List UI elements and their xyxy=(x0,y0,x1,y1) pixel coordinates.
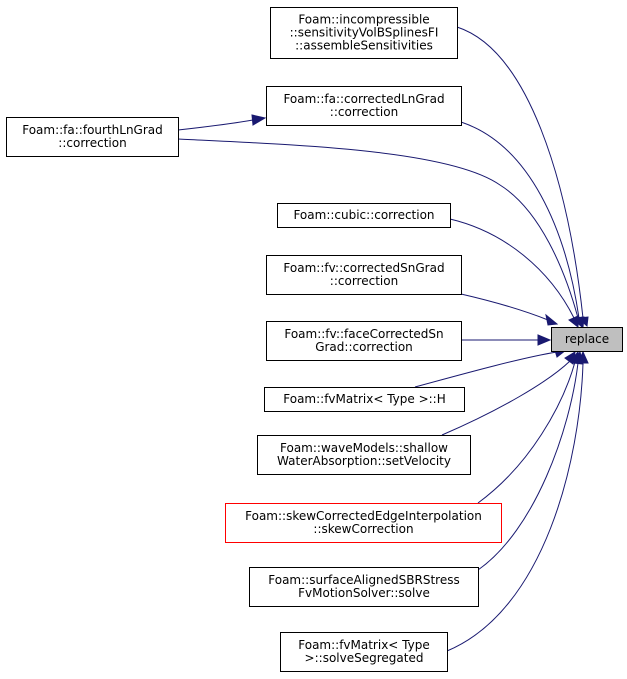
node-label-line: Foam::fa::correctedLnGrad xyxy=(283,92,444,106)
node-box xyxy=(249,567,479,607)
node-label-line: Foam::surfaceAlignedSBRStress xyxy=(268,573,459,587)
edge-line xyxy=(460,121,580,319)
edge-line xyxy=(449,218,575,319)
node-box xyxy=(280,632,448,672)
arrowhead-icon xyxy=(568,315,579,329)
node-box xyxy=(264,387,465,412)
node-label-line: replace xyxy=(565,332,609,346)
node-label-line: Foam::skewCorrectedEdgeInterpolation xyxy=(245,509,482,523)
edge-line xyxy=(456,26,584,319)
node-label-line: ::correction xyxy=(58,136,126,150)
node-label-line: Foam::cubic::correction xyxy=(293,208,434,222)
caller-node-n8[interactable]: Foam::waveModels::shallowWaterAbsorption… xyxy=(257,435,471,475)
node-label-line: ::sensitivityVolBSplinesFI xyxy=(290,26,439,40)
caller-node-n5[interactable]: Foam::fv::correctedSnGrad::correction xyxy=(266,255,462,295)
edge-line xyxy=(414,351,558,388)
edge-n11-to-target xyxy=(446,350,589,652)
nodes-layer: replace Foam::incompressible::sensitivity… xyxy=(6,7,623,672)
node-label-line: Foam::waveModels::shallow xyxy=(280,441,448,455)
node-label-line: ::skewCorrection xyxy=(313,522,413,536)
edge-n2-to-target xyxy=(460,121,585,329)
node-box xyxy=(551,327,623,352)
node-box xyxy=(266,255,462,295)
arrowhead-icon xyxy=(545,313,559,326)
arrowhead-icon xyxy=(537,334,552,346)
edge-line xyxy=(177,119,254,131)
caller-node-n6[interactable]: Foam::fv::faceCorrectedSnGrad::correctio… xyxy=(266,321,462,361)
node-label-line: Foam::incompressible xyxy=(298,13,429,27)
node-label-line: Foam::fa::fourthLnGrad xyxy=(22,123,163,137)
node-box xyxy=(277,203,451,228)
node-label-line: Foam::fvMatrix< Type xyxy=(298,638,429,652)
caller-node-n9[interactable]: Foam::skewCorrectedEdgeInterpolation::sk… xyxy=(225,503,502,543)
node-label-line: ::correction xyxy=(330,105,398,119)
edge-line xyxy=(177,138,579,319)
edge-n6-to-target xyxy=(461,334,552,346)
caller-node-n11[interactable]: Foam::fvMatrix< Type>::solveSegregated xyxy=(280,632,448,672)
node-label-line: WaterAbsorption::setVelocity xyxy=(277,454,451,468)
edge-line xyxy=(477,361,576,504)
edge-n4-to-target xyxy=(449,218,579,329)
caller-node-n4[interactable]: Foam::cubic::correction xyxy=(277,203,451,228)
caller-node-n10[interactable]: Foam::surfaceAlignedSBRStressFvMotionSol… xyxy=(249,567,479,607)
target-node-replace[interactable]: replace xyxy=(551,327,623,352)
edge-line xyxy=(460,293,549,321)
arrowhead-icon xyxy=(577,350,589,364)
node-label-line: ::correction xyxy=(330,274,398,288)
node-box xyxy=(266,86,462,126)
edge-line xyxy=(446,362,584,652)
caller-node-n2[interactable]: Foam::fa::correctedLnGrad::correction xyxy=(266,86,462,126)
arrowhead-icon xyxy=(251,114,267,126)
node-label-line: Foam::fv::correctedSnGrad xyxy=(283,261,444,275)
edge-n5-to-target xyxy=(460,293,559,326)
node-box xyxy=(270,7,458,59)
node-box xyxy=(257,435,471,475)
node-label-line: ::assembleSensitivities xyxy=(295,39,433,53)
node-box xyxy=(225,503,502,543)
node-label-line: >::solveSegregated xyxy=(305,651,424,665)
caller-node-n3[interactable]: Foam::fa::fourthLnGrad::correction xyxy=(6,117,179,157)
node-label-line: Foam::fv::faceCorrectedSn xyxy=(284,327,443,341)
edge-line xyxy=(477,362,579,571)
node-label-line: FvMotionSolver::solve xyxy=(298,586,430,600)
node-label-line: Grad::correction xyxy=(315,340,413,354)
edge-n3-to-n2 xyxy=(177,114,267,131)
node-box xyxy=(6,117,179,157)
caller-node-n7[interactable]: Foam::fvMatrix< Type >::H xyxy=(264,387,465,412)
edge-line xyxy=(441,360,571,436)
node-box xyxy=(266,321,462,361)
edge-n1-to-target xyxy=(456,26,589,328)
node-label-line: Foam::fvMatrix< Type >::H xyxy=(283,392,445,406)
caller-node-n1[interactable]: Foam::incompressible::sensitivityVolBSpl… xyxy=(270,7,458,59)
